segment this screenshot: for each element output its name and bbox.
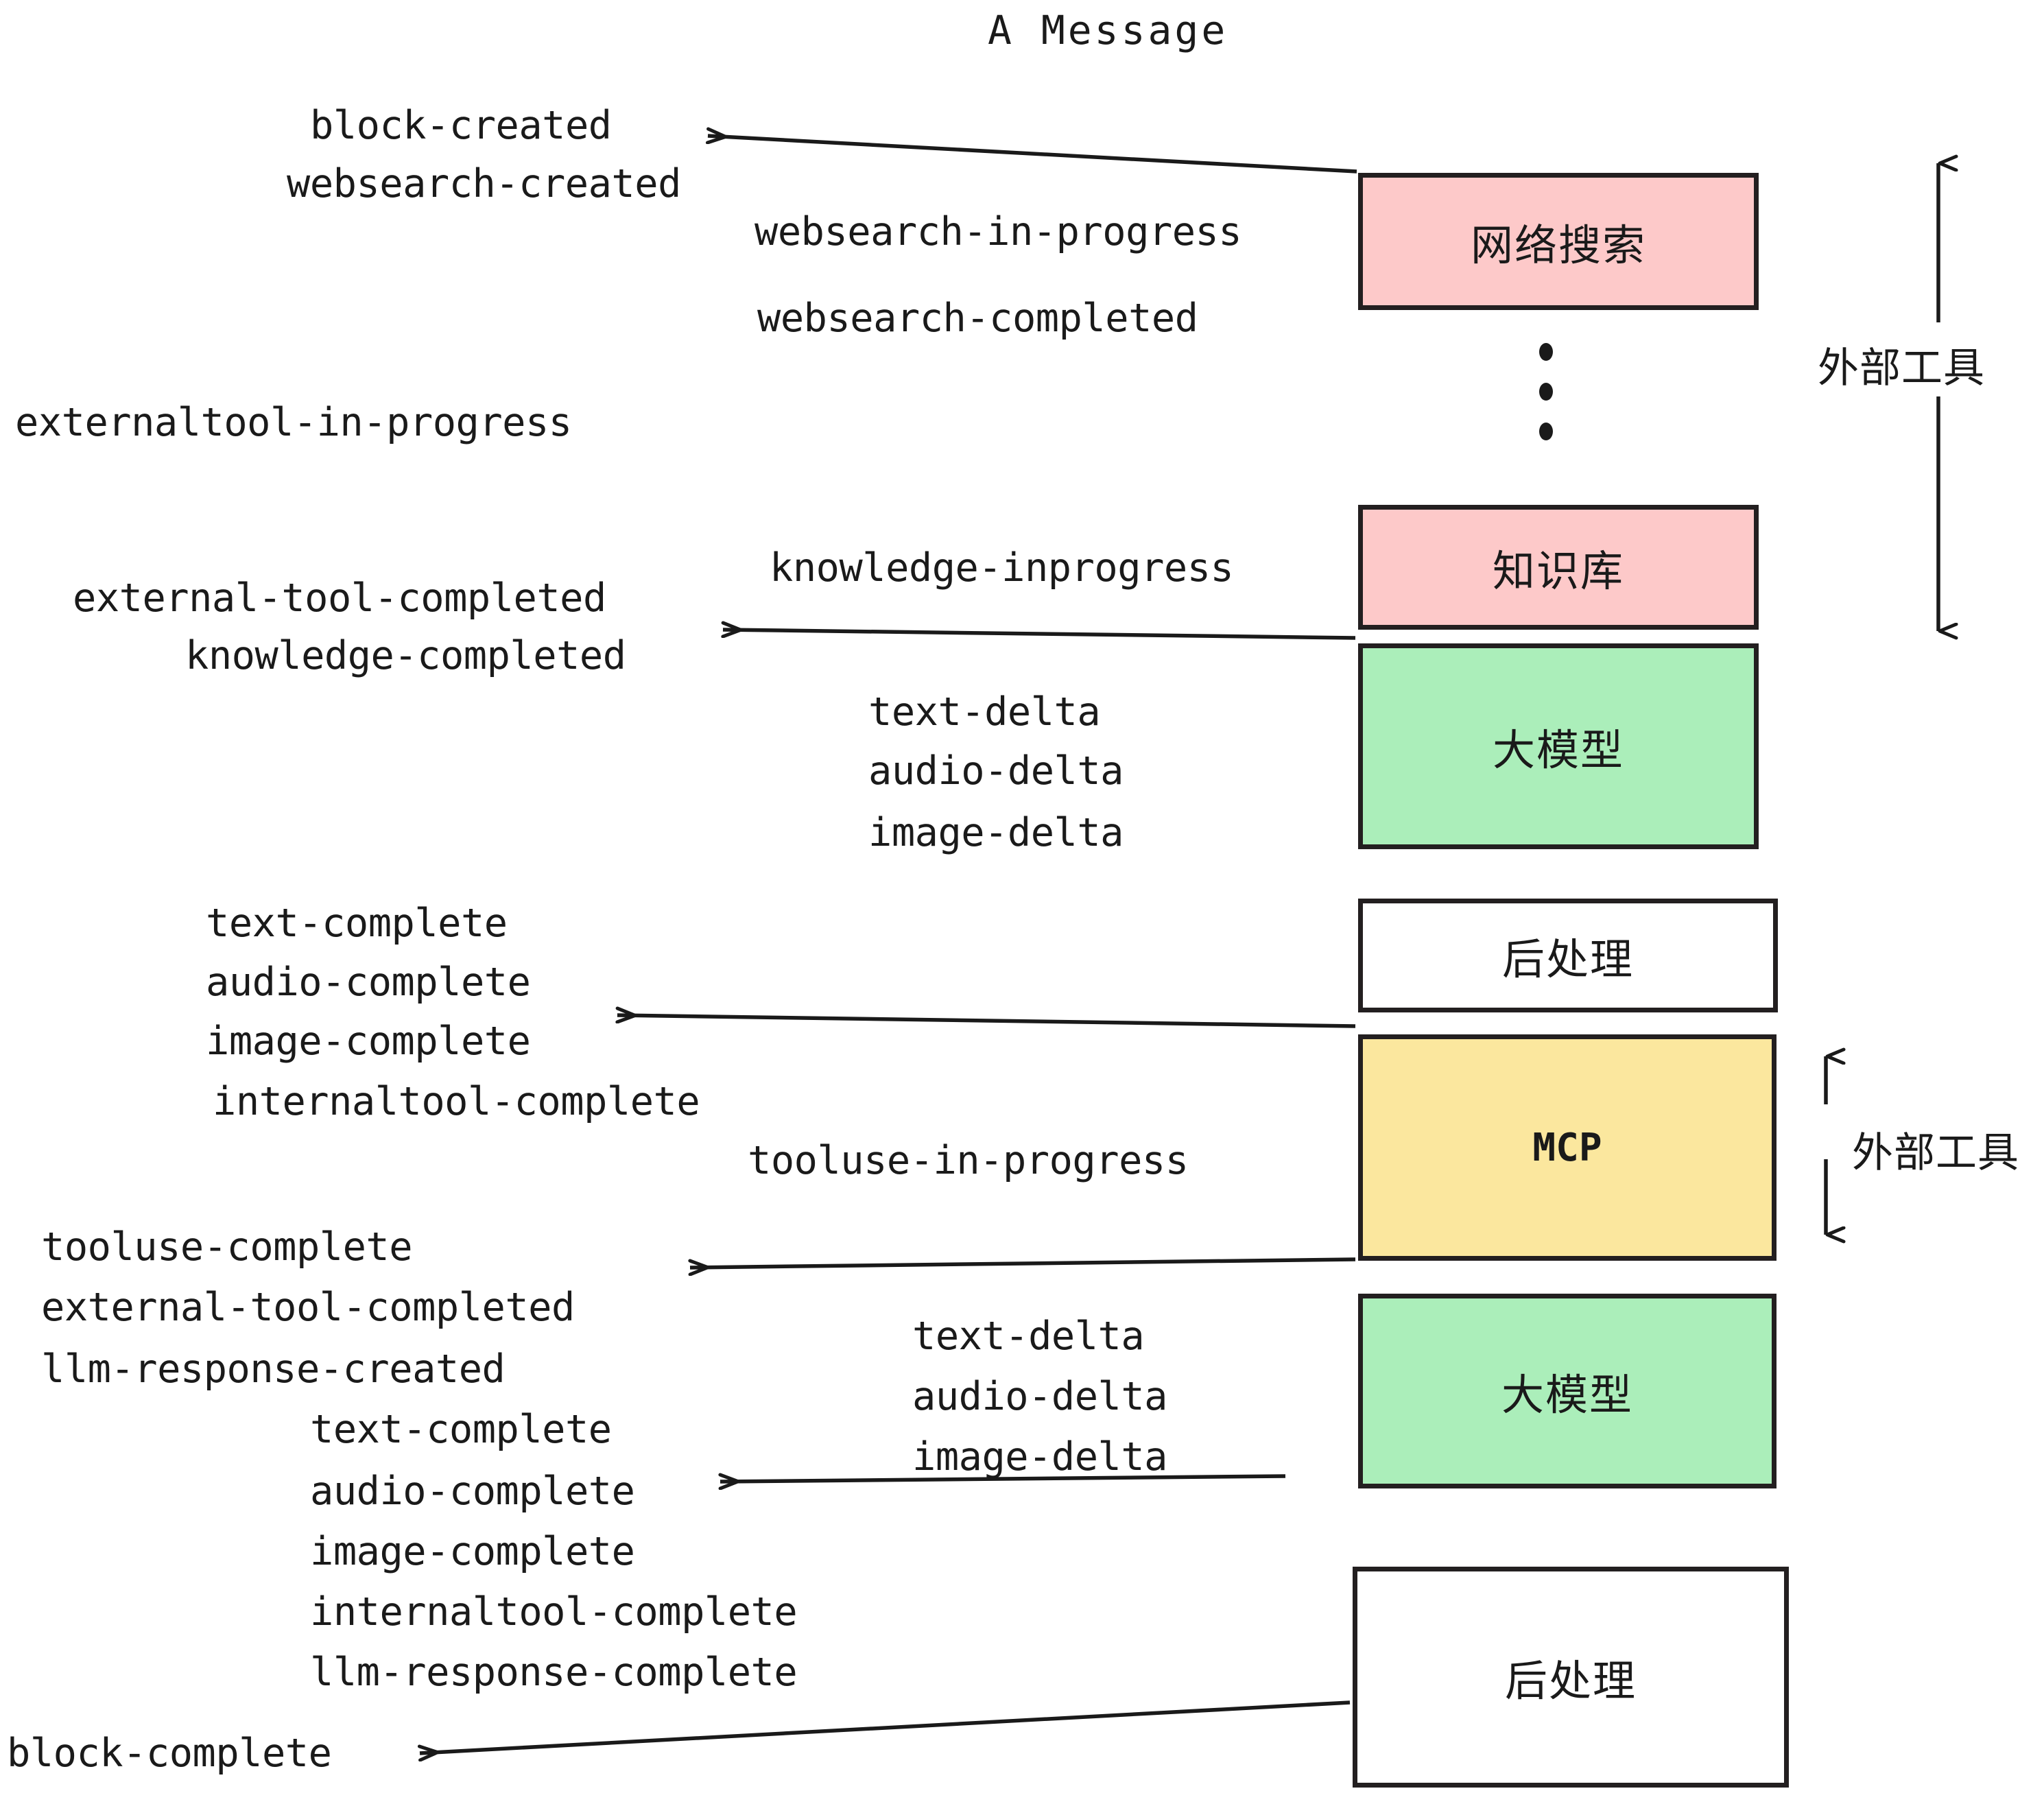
arrow-audio-complete <box>720 1476 1286 1482</box>
event-label-audio-complete-1: audio-complete <box>206 960 531 1005</box>
node-mcp[interactable]: MCP <box>1358 1034 1776 1261</box>
event-label-externaltool-in-progress: externaltool-in-progress <box>15 400 572 445</box>
event-label-knowledge-completed: knowledge-completed <box>185 633 626 678</box>
event-label-text-delta-2: text-delta <box>912 1314 1145 1359</box>
event-label-block-created: block-created <box>310 103 612 148</box>
node-postprocess-2[interactable]: 后处理 <box>1353 1567 1789 1788</box>
event-label-block-complete: block-complete <box>7 1731 332 1776</box>
ellipsis-dot <box>1539 423 1553 440</box>
ellipsis-dot <box>1539 343 1553 361</box>
arrow-image-complete <box>617 1015 1356 1028</box>
node-knowledge-label: 知识库 <box>1492 546 1624 596</box>
arrow-block-complete <box>420 1700 1351 1753</box>
node-llm-2[interactable]: 大模型 <box>1358 1294 1776 1488</box>
event-label-image-delta-1: image-delta <box>868 810 1124 855</box>
node-postprocess-2-label: 后处理 <box>1504 1656 1637 1706</box>
arrow-websearch-created <box>708 136 1357 174</box>
event-label-internaltool-complete-1: internaltool-complete <box>213 1079 700 1124</box>
node-llm-2-label: 大模型 <box>1501 1370 1633 1420</box>
event-label-websearch-created: websearch-created <box>287 161 681 206</box>
event-label-external-tool-completed-2: external-tool-completed <box>41 1285 575 1330</box>
arrow-knowledge-completed <box>723 630 1356 640</box>
event-label-audio-complete-2: audio-complete <box>310 1469 635 1514</box>
event-label-websearch-in-progress: websearch-in-progress <box>754 209 1242 254</box>
page-title: A Message <box>988 7 1228 54</box>
event-label-websearch-completed: websearch-completed <box>757 296 1198 341</box>
event-label-tooluse-in-progress: tooluse-in-progress <box>748 1138 1189 1183</box>
event-label-internaltool-complete-2: internaltool-complete <box>310 1589 798 1635</box>
event-label-llm-response-complete: llm-response-complete <box>310 1650 798 1695</box>
event-label-image-complete-2: image-complete <box>310 1529 635 1574</box>
side-label-external-tools-bottom: 外部工具 <box>1852 1129 2019 1177</box>
event-label-text-complete-1: text-complete <box>206 901 508 946</box>
node-websearch-label: 网络搜索 <box>1470 220 1646 270</box>
event-label-knowledge-inprogress: knowledge-inprogress <box>770 545 1234 591</box>
side-label-external-tools-top: 外部工具 <box>1818 344 1985 392</box>
event-label-image-complete-1: image-complete <box>206 1019 531 1064</box>
node-websearch[interactable]: 网络搜索 <box>1358 173 1759 310</box>
event-label-tooluse-complete: tooluse-complete <box>41 1224 413 1270</box>
event-label-llm-response-created: llm-response-created <box>41 1346 506 1392</box>
node-llm-1[interactable]: 大模型 <box>1358 643 1759 849</box>
node-llm-1-label: 大模型 <box>1492 725 1624 775</box>
event-label-text-complete-2: text-complete <box>310 1407 612 1452</box>
arrow-tooluse-complete <box>690 1257 1356 1268</box>
node-postprocess-1-label: 后处理 <box>1501 934 1634 984</box>
ellipsis-dot <box>1539 383 1553 401</box>
event-label-audio-delta-2: audio-delta <box>912 1374 1168 1419</box>
node-postprocess-1[interactable]: 后处理 <box>1358 899 1778 1012</box>
event-label-audio-delta-1: audio-delta <box>868 748 1124 794</box>
event-label-image-delta-2: image-delta <box>912 1434 1168 1480</box>
ellipsis-vertical <box>1539 343 1556 460</box>
node-knowledge[interactable]: 知识库 <box>1358 505 1759 630</box>
event-label-external-tool-completed-1: external-tool-completed <box>73 575 606 621</box>
event-label-text-delta-1: text-delta <box>868 689 1101 735</box>
node-mcp-label: MCP <box>1532 1125 1602 1170</box>
